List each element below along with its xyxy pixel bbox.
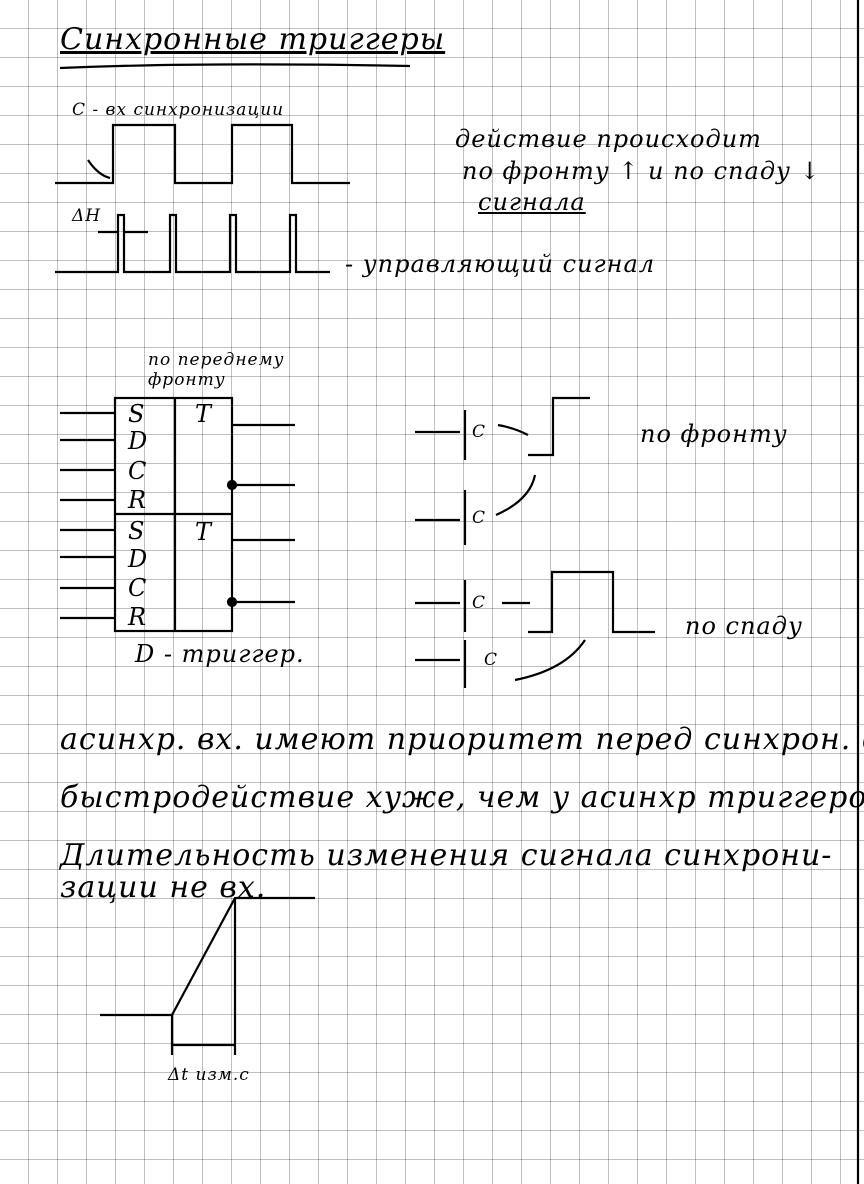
ramp-signal xyxy=(100,896,315,1017)
action-note-3: сигнала xyxy=(478,188,586,216)
c-label-3: C xyxy=(472,593,487,613)
pin-c2: C xyxy=(128,574,148,602)
pin-c: C xyxy=(128,457,148,485)
front-note-1: по переднему xyxy=(148,350,285,370)
trigger-caption: D - триггер. xyxy=(135,640,305,668)
fall-pulse xyxy=(528,570,655,634)
trigger-outputs xyxy=(232,423,295,604)
front-inputs xyxy=(415,410,467,545)
pin-s: S xyxy=(128,400,146,428)
by-fall-label: по спаду xyxy=(685,612,803,640)
title-underline xyxy=(59,63,411,70)
fall-inputs xyxy=(415,580,467,688)
action-note-1: действие происходит xyxy=(455,125,762,153)
delta-t-marks xyxy=(170,898,237,1055)
output-t1: T xyxy=(195,400,213,428)
pin-r: R xyxy=(128,486,148,514)
note-line-4: зации не вх. xyxy=(60,870,267,905)
clock-arrow xyxy=(87,159,111,180)
clock-label: С - вх синхронизации xyxy=(72,100,285,120)
pin-s2: S xyxy=(128,517,146,545)
pin-d2: D xyxy=(128,545,149,573)
c-label-4: C xyxy=(484,650,499,670)
front-note-2: фронту xyxy=(148,370,226,390)
output-t2: T xyxy=(195,518,213,546)
note-line-1: асинхр. вх. имеют приоритет перед синхро… xyxy=(60,722,864,757)
control-waveform xyxy=(55,213,330,274)
page-title: Синхронные триггеры xyxy=(60,22,446,57)
by-front-label: по фронту xyxy=(640,420,788,448)
control-signal-label: - управляющий сигнал xyxy=(345,250,656,278)
delta-h-label: ΔH xyxy=(72,206,102,226)
clock-waveform xyxy=(55,123,350,185)
front-step xyxy=(528,396,590,457)
note-line-2: быстродействие хуже, чем у асинхр тригге… xyxy=(60,780,864,815)
delta-t-label: Δt изм.с xyxy=(168,1065,250,1085)
trigger-inputs xyxy=(60,411,115,620)
pin-r2: R xyxy=(128,603,148,631)
note-line-3: Длительность изменения сигнала синхрони- xyxy=(60,838,833,873)
pin-d: D xyxy=(128,427,149,455)
action-note-2: по фронту ↑ и по спаду ↓ xyxy=(462,157,821,185)
c-label-2: C xyxy=(472,508,487,528)
arrows xyxy=(495,423,586,682)
c-label-1: C xyxy=(472,422,487,442)
